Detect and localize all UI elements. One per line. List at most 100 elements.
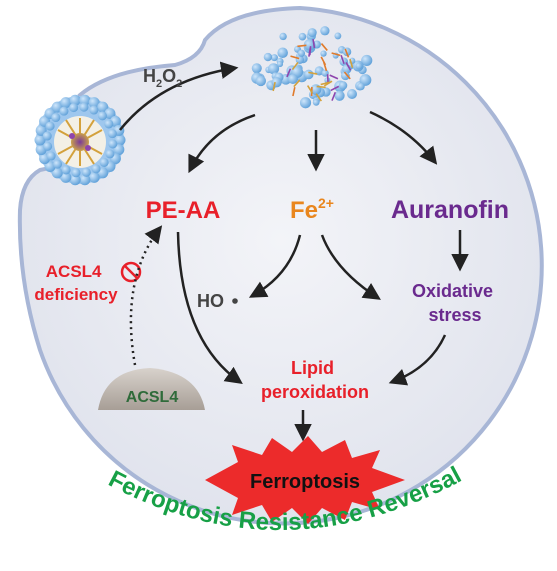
nanoparticle-icon xyxy=(34,94,126,186)
arrow-to-auranofin xyxy=(369,110,438,165)
pe-aa-label: PE-AA xyxy=(146,197,221,224)
cluster-bead xyxy=(303,69,314,80)
cluster-chain xyxy=(343,71,351,80)
lipid-bead xyxy=(44,161,56,173)
lipid-bead xyxy=(46,151,56,161)
lipid-peroxidation-label: Lipid peroxidation xyxy=(261,358,369,402)
cluster-chain xyxy=(290,55,300,60)
ferroptosis-label: Ferroptosis xyxy=(250,471,360,493)
fe-label: Fe2+ xyxy=(290,195,334,224)
lipid-bead xyxy=(114,134,126,146)
cluster-bead xyxy=(297,49,306,57)
cluster-bead xyxy=(268,63,280,75)
cluster-chain xyxy=(309,46,312,56)
lipid-bead xyxy=(97,111,107,121)
arrow-pe-aa-to-lipid xyxy=(176,231,243,385)
lipid-bead xyxy=(69,94,81,106)
lipid-bead xyxy=(104,107,116,119)
lipid-bead xyxy=(60,97,72,109)
cluster-bead xyxy=(263,52,273,62)
h2o2-arrow xyxy=(119,61,239,131)
cluster-chain xyxy=(292,87,296,97)
cluster-bead xyxy=(355,62,363,70)
hydroxyl-radical-label: HO xyxy=(197,291,224,311)
cluster-bead xyxy=(312,98,320,106)
cluster-chain xyxy=(330,85,340,92)
cluster-bead xyxy=(277,47,288,58)
cluster-chain xyxy=(323,62,328,72)
lipid-bead xyxy=(108,139,118,149)
lipid-bead xyxy=(104,119,114,129)
lipid-bead xyxy=(81,167,91,177)
acsl4-protein-icon xyxy=(98,368,205,410)
cluster-bead xyxy=(340,71,350,81)
cluster-chain xyxy=(349,58,354,68)
cluster-bead xyxy=(357,82,365,91)
cluster-chain xyxy=(320,81,330,86)
lipid-bead xyxy=(89,105,99,115)
lipid-bead xyxy=(69,174,81,186)
cluster-chain xyxy=(331,91,337,101)
cluster-bead xyxy=(320,26,330,36)
cluster-bead xyxy=(347,89,358,99)
lipid-bead xyxy=(51,167,63,179)
cluster-bead xyxy=(334,32,342,40)
cluster-chain xyxy=(308,71,318,75)
lipid-bead xyxy=(97,101,109,113)
cluster-bead xyxy=(303,39,316,51)
cluster-bead xyxy=(251,63,262,74)
cluster-bead xyxy=(298,32,307,41)
acsl4-deficiency-label: ACSL4 deficiency xyxy=(34,262,118,304)
lipid-bead xyxy=(45,121,55,131)
lipid-bead xyxy=(59,106,69,116)
lipid-bead xyxy=(99,157,109,167)
lipid-bead xyxy=(71,168,81,178)
lipid-bead xyxy=(61,165,71,175)
cluster-chain xyxy=(329,74,339,80)
cluster-chain xyxy=(331,52,341,57)
cluster-chain xyxy=(306,85,314,94)
lipid-bead xyxy=(51,113,61,123)
acsl4-dotted-arrow xyxy=(129,225,163,366)
cluster-chain xyxy=(344,48,350,58)
lipid-bead xyxy=(79,174,91,186)
arrow-fe-to-ho xyxy=(248,234,302,298)
cluster-chain xyxy=(345,62,352,71)
lipid-bead xyxy=(91,164,101,174)
prohibited-icon xyxy=(120,261,142,283)
acsl4-label: ACSL4 xyxy=(126,389,179,406)
h2o2-label: H2O2 xyxy=(143,66,182,90)
cluster-chain xyxy=(312,39,316,49)
cluster-chain xyxy=(291,61,299,71)
lipid-bead xyxy=(88,97,100,109)
cluster-chain xyxy=(297,44,307,48)
cluster-bead xyxy=(334,90,345,101)
lipid-bead xyxy=(88,171,100,183)
cluster-bead xyxy=(287,74,298,84)
oxidative-stress-label: Oxidative stress xyxy=(412,281,498,325)
cluster-chain xyxy=(272,81,276,92)
cluster-chain xyxy=(286,68,292,78)
lipid-bead xyxy=(53,159,63,169)
cluster-bead xyxy=(255,75,267,87)
cluster-bead xyxy=(320,50,327,57)
cluster-chain xyxy=(316,85,326,89)
lipid-bead xyxy=(79,94,91,106)
cluster-bead xyxy=(338,81,348,90)
cluster-bead xyxy=(307,28,317,38)
lipid-bead xyxy=(42,131,52,141)
auranofin-label: Auranofin xyxy=(391,196,509,224)
arrow-fe-to-oxidative xyxy=(320,234,381,300)
arrow-to-pe-aa xyxy=(188,113,256,174)
lipid-bead xyxy=(69,103,79,113)
lipid-bead xyxy=(34,134,46,146)
ferroptosis-burst-icon xyxy=(205,436,405,524)
cluster-chain xyxy=(315,93,322,102)
lipid-bead xyxy=(79,102,89,112)
cluster-chain xyxy=(323,80,333,87)
arrow-oxidative-to-lipid xyxy=(388,334,447,386)
cluster-chain xyxy=(320,43,328,51)
lipid-bead xyxy=(105,149,115,159)
cluster-chain xyxy=(293,79,301,88)
